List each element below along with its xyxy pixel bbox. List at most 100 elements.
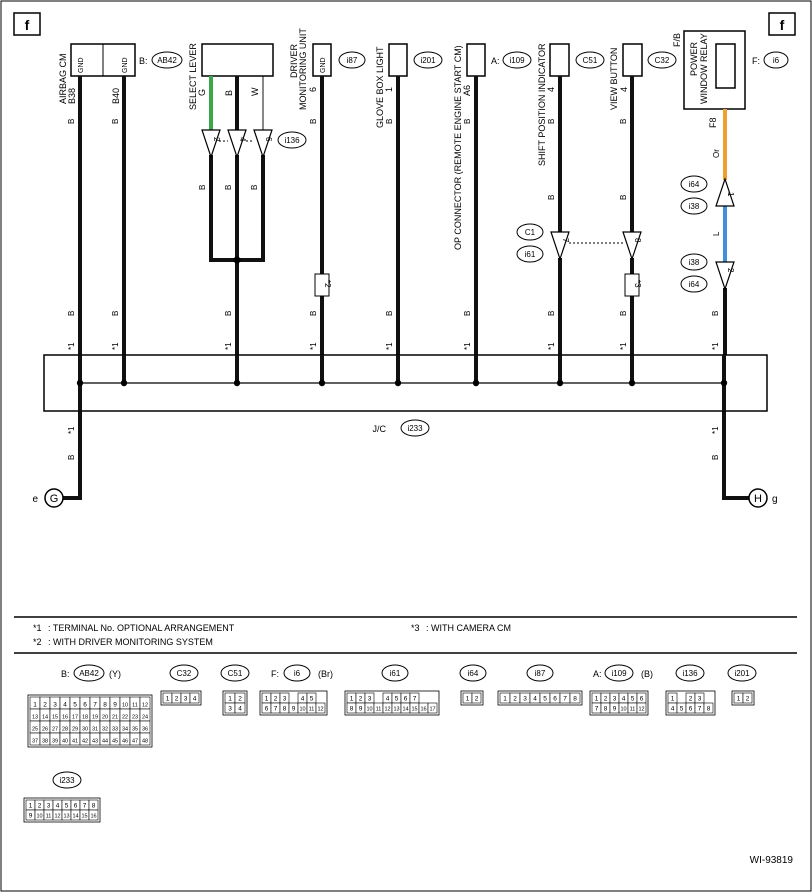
svg-text:*1: *1 — [309, 342, 318, 350]
pin-number: 13 — [393, 707, 399, 713]
connector-terminal-icon — [715, 261, 735, 291]
i109-prefix: A: — [491, 56, 500, 66]
pin-number: 44 — [102, 739, 108, 745]
pin-number: 9 — [613, 706, 617, 713]
connector-terminals — [201, 129, 735, 291]
pin-number: 6 — [553, 696, 557, 703]
pin-number: 14 — [42, 715, 48, 721]
wire-color-labels: B B B B B B B B B B B B Or L B B B B B B… — [67, 119, 721, 460]
pwr-name1: POWER — [689, 41, 699, 76]
svg-text:i38: i38 — [689, 258, 700, 267]
pin-cell — [315, 702, 326, 714]
op-connector: OP CONNECTOR (REMOTE ENGINE START CM) A6 — [453, 43, 486, 250]
pin-number: 39 — [52, 739, 58, 745]
svg-text:*3: *3 — [633, 280, 642, 288]
jc-connector: i233 — [407, 424, 423, 433]
pin-number: 1 — [503, 696, 507, 703]
svg-text:B: B — [67, 455, 76, 460]
pin-number: 6 — [74, 803, 78, 810]
pin-number: 5 — [310, 696, 314, 703]
pin-number: 7 — [698, 706, 702, 713]
i201-label: i201 — [420, 56, 436, 65]
pin-number: 27 — [52, 727, 58, 733]
pin-number: 9 — [113, 702, 117, 709]
glove-pin: 1 — [384, 87, 394, 92]
pin-number: 20 — [102, 715, 108, 721]
svg-text:G: G — [50, 493, 59, 505]
svg-text:B: B — [111, 119, 120, 124]
pin-number: 2 — [359, 696, 363, 703]
svg-text:(Br): (Br) — [318, 669, 333, 679]
connector-terminal-icon — [253, 129, 273, 159]
pin-cell — [88, 809, 99, 821]
pin-number: 2 — [746, 696, 750, 703]
pin-number: 2 — [175, 696, 179, 703]
shift-pin: 4 — [546, 87, 556, 92]
select-lever-col-b: B — [224, 90, 234, 96]
pin-number: 35 — [132, 727, 138, 733]
view-name: VIEW BUTTON — [609, 48, 619, 110]
connector-view-headers: B: AB42 (Y) C32 C51 F: i6 (Br) i61 i64 i… — [52, 664, 757, 789]
pin-number: 1 — [166, 696, 170, 703]
pin-number: 17 — [429, 707, 435, 713]
pin-number: 25 — [32, 727, 38, 733]
pin-number: 48 — [142, 739, 148, 745]
view-pin: 4 — [619, 87, 629, 92]
svg-text:i136: i136 — [682, 669, 698, 678]
pin-number: 2 — [274, 696, 278, 703]
op-name: OP CONNECTOR (REMOTE ENGINE START CM) — [453, 45, 463, 250]
joint-connector — [43, 354, 768, 412]
svg-text:B: B — [224, 185, 233, 190]
svg-text:*1: *1 — [67, 426, 76, 434]
svg-text:B: B — [711, 455, 720, 460]
pin-number: 12 — [142, 703, 148, 709]
svg-text:B:: B: — [61, 669, 70, 679]
pin-number: 21 — [112, 715, 118, 721]
svg-text:B: B — [463, 311, 472, 316]
pin-number: 3 — [523, 696, 527, 703]
svg-text:*1: *1 — [711, 426, 720, 434]
pin-number: 11 — [46, 814, 52, 820]
svg-text:*1: *1 — [547, 342, 556, 350]
connector-terminal-icon — [550, 231, 570, 261]
pin-number: 15 — [52, 715, 58, 721]
pin-number: 2 — [238, 696, 242, 703]
dmu-name2: MONITORING UNIT — [298, 28, 308, 110]
pin-number: 2 — [604, 696, 608, 703]
connector-terminal-icon — [227, 129, 247, 159]
pin-cell — [234, 702, 246, 714]
svg-text:i233: i233 — [59, 776, 75, 785]
power-window-relay: POWER WINDOW RELAY F/B F8 — [672, 30, 746, 128]
pin-cell — [427, 702, 438, 714]
pin-number: 10 — [36, 814, 42, 820]
airbag-cm: GND GND AIRBAG CM B38 B40 — [58, 43, 136, 104]
pin-cell — [189, 692, 200, 704]
pin-number: 5 — [680, 706, 684, 713]
pin-number: 28 — [62, 727, 68, 733]
svg-text:8: 8 — [633, 238, 642, 243]
document-id: WI-93819 — [750, 855, 794, 866]
svg-text:(B): (B) — [641, 669, 653, 679]
pin-number: 1 — [33, 702, 37, 709]
pin-number: 29 — [72, 727, 78, 733]
pin-number: 16 — [420, 707, 426, 713]
svg-text:6: 6 — [264, 137, 273, 142]
svg-text:*1: *1 — [111, 342, 120, 350]
pin-number: 4 — [386, 696, 390, 703]
pin-number: 40 — [62, 739, 68, 745]
pin-number: 11 — [309, 707, 315, 713]
pin-number: 8 — [573, 696, 577, 703]
svg-text:AB42: AB42 — [79, 669, 99, 678]
ground-symbol-icon — [748, 488, 768, 508]
pin-number: 1 — [671, 696, 675, 703]
pin-number: 11 — [132, 703, 138, 709]
note-2-text: : WITH DRIVER MONITORING SYSTEM — [48, 637, 213, 647]
wires — [62, 76, 750, 500]
pin-cell — [569, 692, 581, 704]
pin-number: 8 — [604, 706, 608, 713]
airbag-pin-b40: B40 — [111, 88, 121, 104]
svg-text:i87: i87 — [535, 669, 546, 678]
svg-text:B: B — [547, 195, 556, 200]
dmu-pin: 6 — [308, 87, 318, 92]
